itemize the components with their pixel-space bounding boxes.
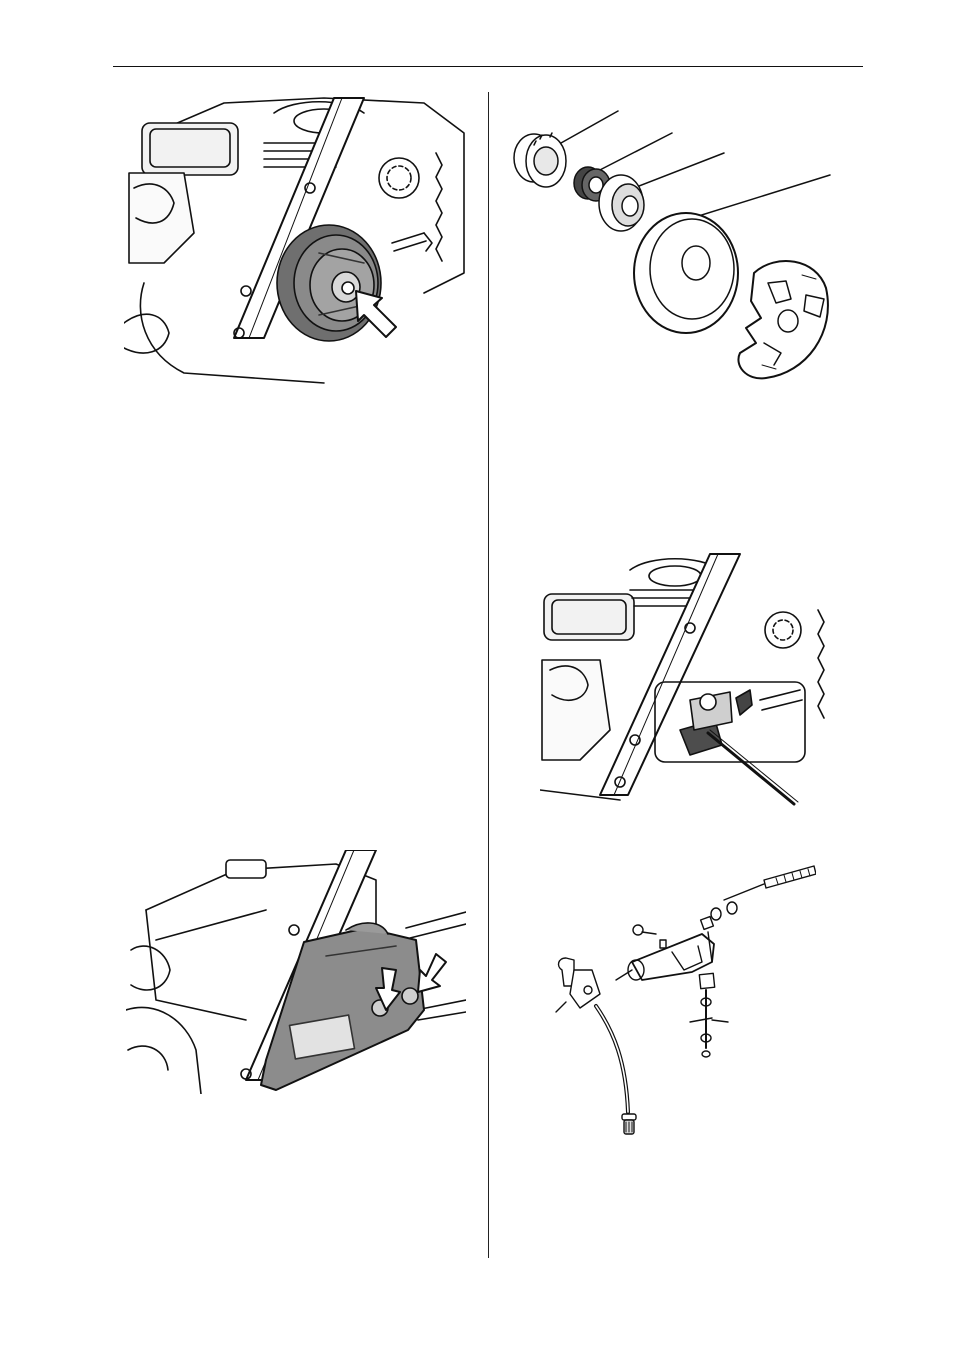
clutch-cover-arrows-illustration — [126, 850, 466, 1094]
clutch-exploded-view-illustration — [506, 103, 838, 385]
oil-pump-screwdriver-illustration — [540, 550, 832, 808]
clutch-cover-fitting-figure — [126, 850, 466, 1094]
clutch-parts-exploded-figure — [506, 103, 838, 385]
header-rule — [113, 66, 863, 67]
oil-pump-exploded-view-illustration — [552, 862, 816, 1142]
column-divider — [488, 92, 489, 1258]
oil-pump-parts-exploded-figure — [552, 862, 816, 1142]
oil-pump-removal-figure — [540, 550, 832, 808]
clutch-removal-figure — [124, 93, 466, 393]
clutch-drum-arrow-illustration — [124, 93, 466, 393]
